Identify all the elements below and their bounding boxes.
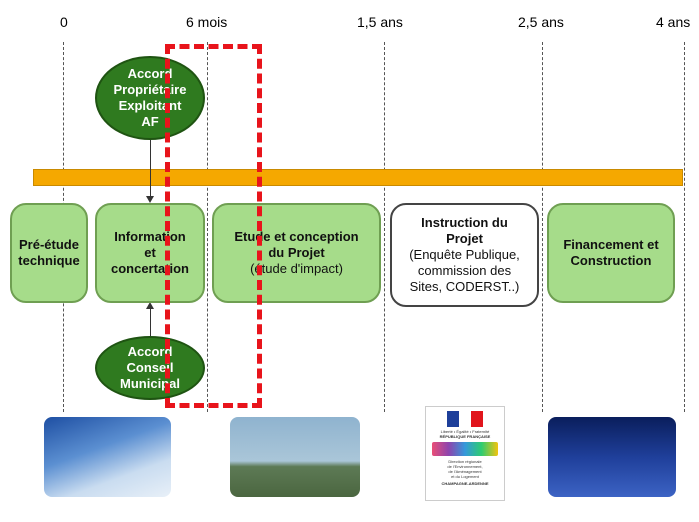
tick-2-5-ans: 2,5 ans [518,14,564,30]
oval-bottom-line2: Conseil [126,360,174,375]
logo-line4: et du Logement [451,474,479,479]
photo-sky [44,417,171,497]
oval-top-line1: Accord [127,66,173,81]
oval-bottom-line3: Municipal [120,376,180,391]
tick-4-ans: 4 ans [656,14,691,30]
phase-pre-etude-line2: technique [18,253,80,268]
phase-etude: Etude et conception du Projet (étude d'i… [212,203,381,303]
phase-instruction-sub2: commission des [417,263,512,278]
phase-instruction-sub3: Sites, CODERST..) [409,279,520,294]
phase-etude-bold1: Etude et conception [234,229,359,244]
phase-instruction-bold2: Projet [446,231,483,246]
phase-instruction-bold1: Instruction du [421,215,508,230]
tick-0: 0 [60,14,68,30]
guide-line-2-5-ans [542,42,543,412]
phase-etude-bold2: du Projet [268,245,325,260]
flag-icon [447,411,483,427]
phase-pre-etude: Pré-étude technique [10,203,88,303]
phase-financement: Financement et Construction [547,203,675,303]
photo-landscape [230,417,360,497]
logo-dreal: Liberté • Égalité • Fraternité RÉPUBLIQU… [425,406,505,501]
oval-accord-proprietaire: Accord Propriétaire Exploitant AF [95,56,205,140]
tick-1-5-ans: 1,5 ans [357,14,403,30]
logo-line1: Direction régionale [448,459,482,464]
oval-bottom-line1: Accord [127,344,173,359]
arrow-head-down [146,196,154,203]
oval-accord-conseil: Accord Conseil Municipal [95,336,205,400]
arrow-bottom-connector [150,305,151,337]
arrow-head-up [146,302,154,309]
phase-etude-sub: (étude d'impact) [250,261,343,276]
guide-line-4-ans [684,42,685,412]
logo-motto: Liberté • Égalité • Fraternité [440,429,490,434]
logo-line2: de l'Environnement, [447,464,483,469]
timeline-bar [33,169,683,186]
logo-line3: de l'Aménagement [448,469,482,474]
highlight-dashed-box [165,44,262,408]
phase-instruction: Instruction du Projet (Enquête Publique,… [390,203,539,307]
phase-financement-line1: Financement et [563,237,659,252]
oval-top-line4: AF [141,114,159,129]
guide-line-1-5-ans [384,42,385,412]
phase-information-line2: et [144,245,156,260]
arrow-top-connector [150,138,151,200]
phase-instruction-sub1: (Enquête Publique, [409,247,520,262]
guide-line-6-mois [207,42,208,412]
photo-construction [548,417,676,497]
logo-region: CHAMPAGNE-ARDENNE [441,481,489,486]
phase-pre-etude-line1: Pré-étude [19,237,79,252]
logo-stripes [432,442,498,456]
tick-6-mois: 6 mois [186,14,228,30]
phase-financement-line2: Construction [570,253,652,268]
logo-republic: RÉPUBLIQUE FRANÇAISE [439,434,491,439]
